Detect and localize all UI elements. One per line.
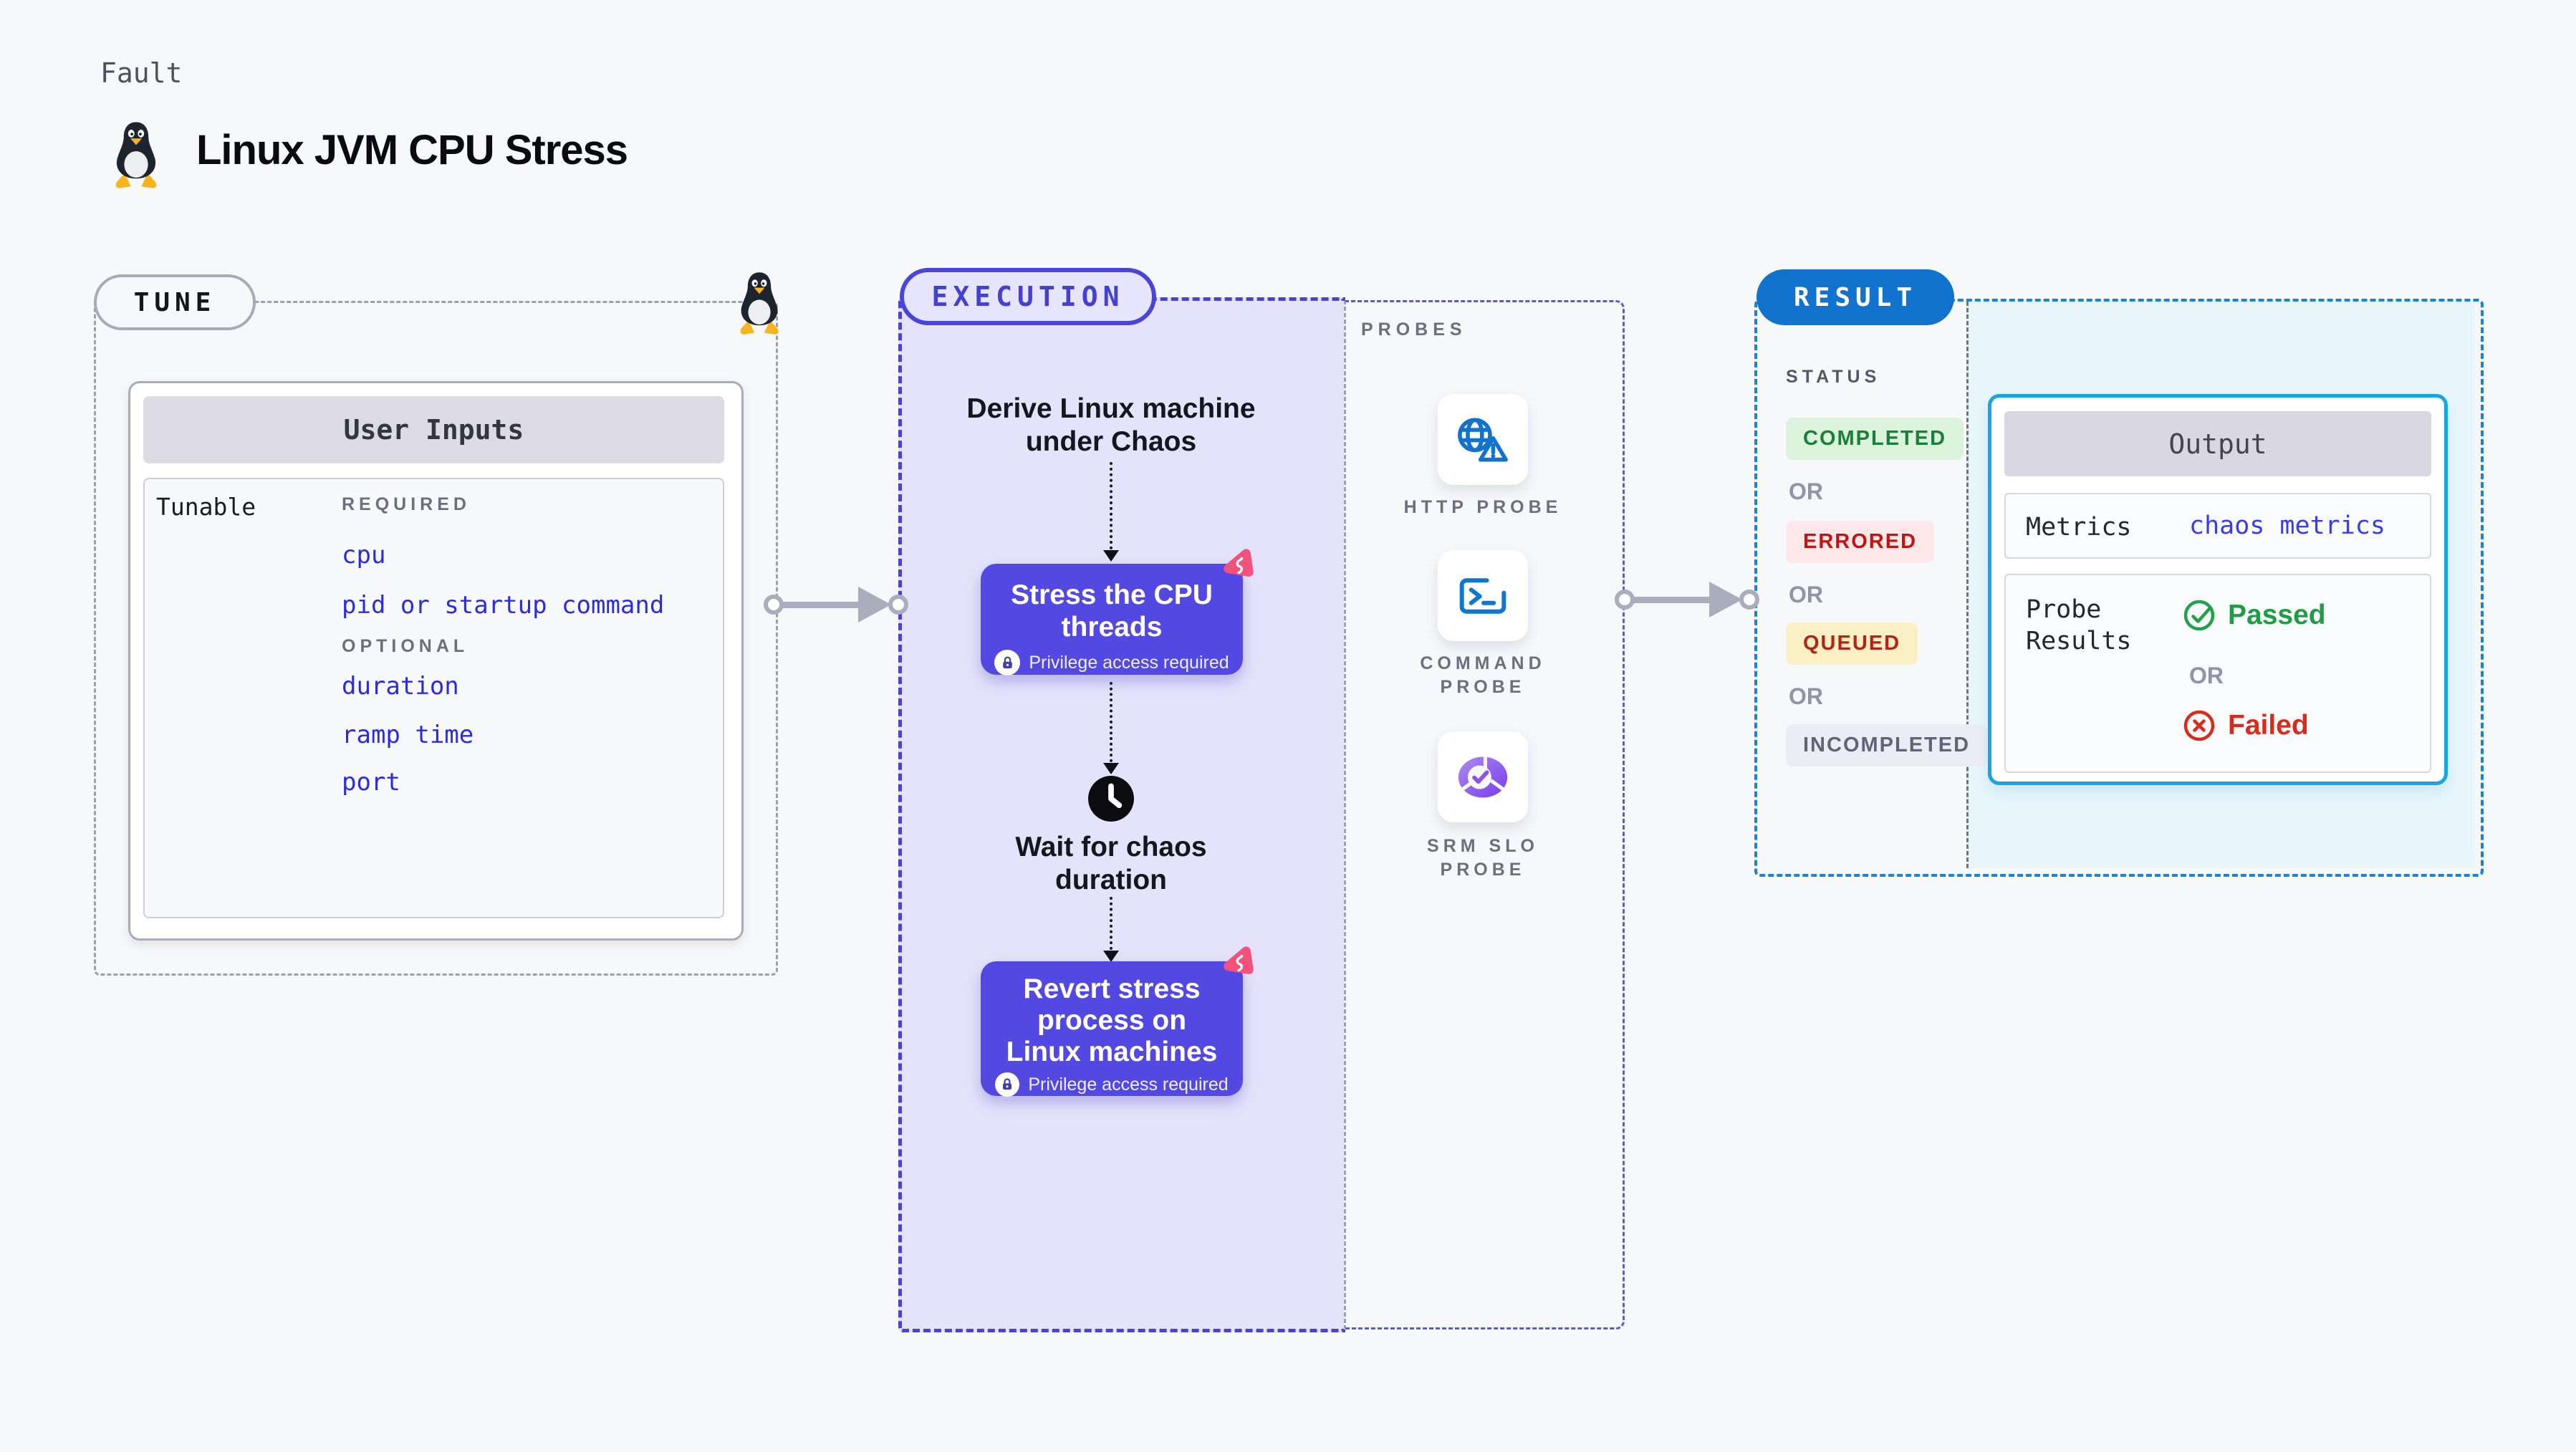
user-inputs-header: User Inputs (143, 396, 724, 463)
passed-check-icon (2182, 598, 2216, 633)
terminal-icon (1456, 574, 1510, 618)
required-label: REQUIRED (342, 494, 471, 514)
wait-step-label: Wait for chaos duration (1015, 832, 1207, 895)
connector-dot (1615, 590, 1635, 610)
output-card: Output Metrics chaos metrics Probe Resul… (1988, 394, 2448, 785)
derive-step-label: Derive Linux machine under Chaos (966, 393, 1256, 457)
chaos-litmus-icon (1218, 943, 1256, 982)
passed-row: Passed (2182, 598, 2326, 633)
tunable-row-label: Tunable (156, 493, 256, 521)
clock-icon (1087, 775, 1135, 822)
lock-icon (995, 1072, 1020, 1097)
srm-slo-probe-card (1438, 731, 1528, 822)
status-label: STATUS (1786, 367, 1881, 387)
revert-stress-title: Revert stress process on Linux machines (1006, 973, 1218, 1067)
probe-results-label: Probe Results (2026, 595, 2132, 655)
param-pid-or-startup-command: pid or startup command (342, 591, 665, 620)
metrics-row: Metrics chaos metrics (2004, 493, 2431, 559)
execution-badge: EXECUTION (900, 268, 1156, 325)
privilege-note: Privilege access required (1029, 652, 1229, 673)
or-label: OR (1789, 582, 1823, 607)
param-port: port (342, 768, 400, 797)
page-title: Linux JVM CPU Stress (196, 127, 628, 173)
command-probe-card (1438, 550, 1528, 641)
status-incompleted-badge: INCOMPLETED (1786, 724, 1988, 766)
flow-connector-arrowhead (1103, 763, 1119, 774)
stress-cpu-node: Stress the CPU threads Privilege access … (981, 564, 1243, 675)
globe-alert-icon (1453, 414, 1512, 466)
privilege-row: Privilege access required (981, 1072, 1243, 1097)
tune-badge: TUNE (94, 274, 256, 330)
result-badge: RESULT (1756, 269, 1954, 325)
or-label: OR (1789, 479, 1823, 504)
param-cpu: cpu (342, 541, 386, 569)
connector-dot (764, 595, 784, 615)
flow-connector-arrowhead (1103, 951, 1119, 962)
revert-stress-node: Revert stress process on Linux machines … (981, 961, 1243, 1097)
command-probe-label: COMMAND PROBE (1420, 653, 1546, 697)
probe-results-row: Probe Results Passed OR Failed (2004, 574, 2431, 773)
probes-label: PROBES (1361, 319, 1467, 340)
or-label: OR (1789, 683, 1823, 709)
tune-to-execution-arrowhead (858, 587, 891, 622)
chaos-litmus-icon (1218, 546, 1256, 585)
http-probe-card (1438, 394, 1528, 485)
tux-penguin-corner-icon (732, 271, 787, 335)
flow-connector (1110, 897, 1112, 950)
failed-label: Failed (2228, 710, 2309, 741)
tux-penguin-icon (107, 120, 165, 189)
failed-x-icon (2182, 708, 2216, 743)
metrics-label: Metrics (2026, 513, 2132, 542)
http-probe-label: HTTP PROBE (1403, 497, 1562, 517)
failed-row: Failed (2182, 708, 2309, 743)
optional-label: OPTIONAL (342, 636, 469, 656)
srm-slo-probe-label: SRM SLO PROBE (1427, 836, 1539, 880)
result-section-box (1754, 299, 2484, 877)
lock-icon (994, 650, 1021, 675)
tune-section-box (94, 301, 778, 976)
flow-connector (1110, 682, 1112, 762)
flow-connector-arrowhead (1103, 550, 1119, 562)
status-completed-badge: COMPLETED (1786, 418, 1964, 460)
param-duration: duration (342, 672, 459, 701)
tune-to-execution-arrow (781, 602, 861, 608)
metrics-value: chaos metrics (2189, 511, 2385, 540)
passed-label: Passed (2228, 600, 2326, 630)
stress-cpu-title: Stress the CPU threads (1011, 580, 1213, 643)
user-inputs-body (143, 478, 724, 918)
status-errored-badge: ERRORED (1786, 521, 1935, 563)
fault-eyebrow: Fault (100, 57, 183, 89)
status-queued-badge: QUEUED (1786, 622, 1918, 665)
execution-to-result-arrowhead (1709, 582, 1742, 617)
output-header: Output (2004, 411, 2431, 476)
slo-donut-check-icon (1455, 754, 1511, 801)
or-label: OR (2189, 663, 2224, 688)
param-ramp-time: ramp time (342, 721, 474, 749)
privilege-note: Privilege access required (1028, 1074, 1229, 1095)
connector-dot (888, 595, 908, 615)
flow-connector (1110, 462, 1112, 549)
execution-to-result-arrow (1632, 597, 1712, 603)
connector-dot (1739, 590, 1759, 610)
privilege-row: Privilege access required (981, 650, 1243, 675)
